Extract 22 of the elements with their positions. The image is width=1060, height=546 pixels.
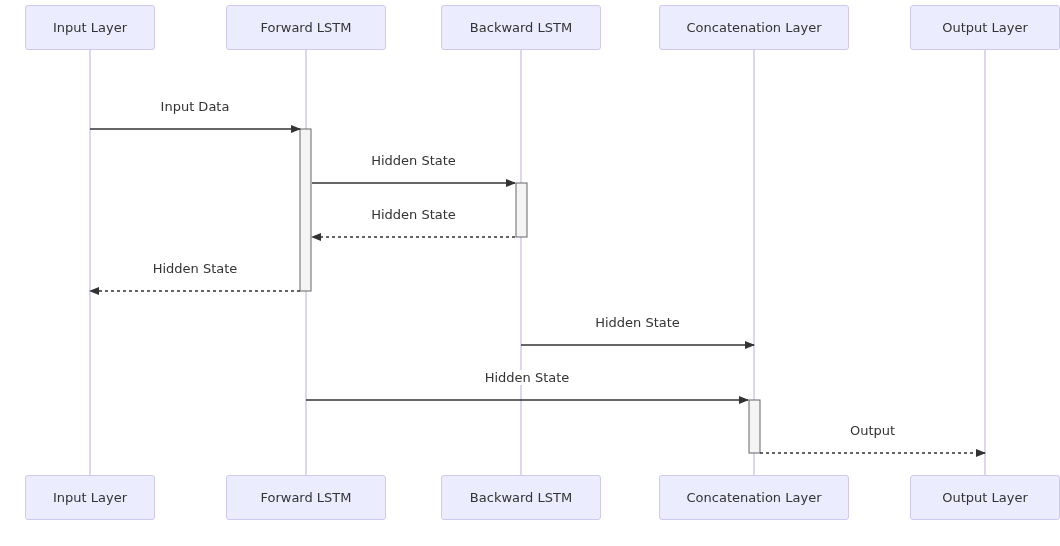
message-label: Hidden State [593,315,682,330]
message-label: Hidden State [369,153,458,168]
participant-box: Input Layer [25,475,155,520]
message-arrow [311,233,516,241]
message-label: Output [847,423,898,438]
participant-box: Output Layer [910,475,1060,520]
message-label: Input Data [158,99,232,114]
message-arrow [520,341,755,349]
message-arrow [89,287,301,295]
participant-box: Concatenation Layer [659,475,849,520]
message-arrow [759,449,986,457]
participant-box: Backward LSTM [441,5,601,50]
message-label: Hidden State [369,207,458,222]
participant-box: Backward LSTM [441,475,601,520]
message-arrow [311,179,516,187]
participant-box: Forward LSTM [226,475,386,520]
participant-box: Concatenation Layer [659,5,849,50]
message-arrow [305,396,749,404]
participant-box: Input Layer [25,5,155,50]
participant-box: Forward LSTM [226,5,386,50]
message-arrow [89,125,301,133]
participant-box: Output Layer [910,5,1060,50]
